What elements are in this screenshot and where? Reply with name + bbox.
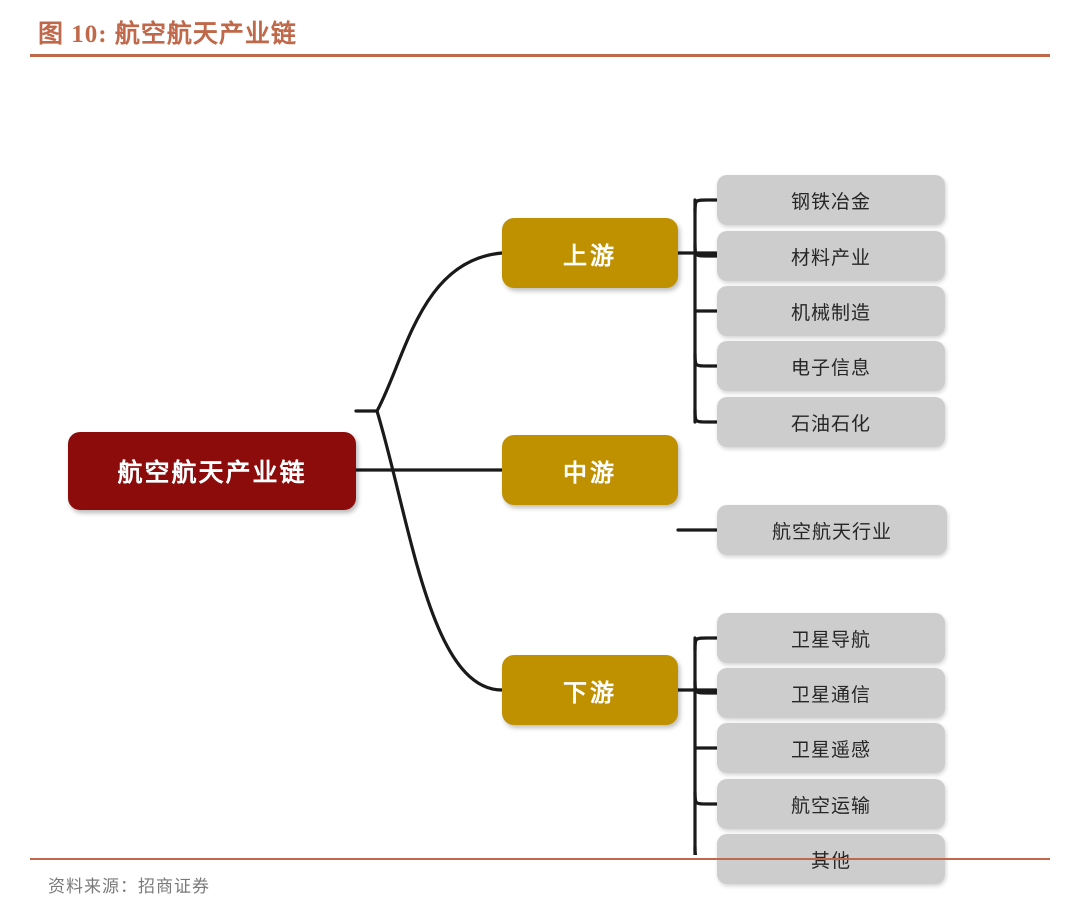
tier-node-upstream[interactable]: 上游 bbox=[502, 218, 678, 288]
leaf-node-upstream-2[interactable]: 机械制造 bbox=[717, 286, 945, 336]
tier-node-midstream[interactable]: 中游 bbox=[502, 435, 678, 505]
footer-divider bbox=[30, 858, 1050, 860]
root-node[interactable]: 航空航天产业链 bbox=[68, 432, 356, 510]
connector-upstream-branch-3 bbox=[693, 352, 719, 368]
connector-downstream-branch-1 bbox=[693, 679, 719, 695]
leaf-node-midstream-0[interactable]: 航空航天行业 bbox=[717, 505, 947, 555]
connector-layer bbox=[354, 198, 719, 855]
leaf-node-upstream-4[interactable]: 石油石化 bbox=[717, 397, 945, 447]
leaf-node-downstream-2[interactable]: 卫星遥感 bbox=[717, 723, 945, 773]
leaf-node-upstream-3[interactable]: 电子信息 bbox=[717, 341, 945, 391]
connector-downstream-branch-4 bbox=[693, 845, 698, 855]
page-title: 图 10: 航空航天产业链 bbox=[38, 21, 297, 48]
leaf-node-upstream-1[interactable]: 材料产业 bbox=[717, 231, 945, 281]
connector-upstream-branch-1 bbox=[693, 242, 719, 258]
connector-root-to-downstream bbox=[375, 409, 504, 692]
connector-root-to-upstream bbox=[375, 251, 504, 413]
figure-header: 图 10: 航空航天产业链 bbox=[0, 0, 1080, 60]
industry-chain-diagram: 航空航天产业链 上游 中游 下游 钢铁冶金 材料产业 机械制造 电子信息 石油石… bbox=[0, 60, 1080, 884]
leaf-node-upstream-0[interactable]: 钢铁冶金 bbox=[717, 175, 945, 225]
leaf-node-downstream-0[interactable]: 卫星导航 bbox=[717, 613, 945, 663]
source-note: 资料来源：招商证券 bbox=[48, 877, 210, 896]
leaf-node-downstream-3[interactable]: 航空运输 bbox=[717, 779, 945, 829]
connector-upstream-branch-4 bbox=[693, 408, 719, 424]
header-divider bbox=[30, 54, 1050, 57]
connector-downstream-branch-3 bbox=[693, 790, 719, 806]
connector-root-to-midstream bbox=[377, 411, 502, 470]
leaf-node-downstream-1[interactable]: 卫星通信 bbox=[717, 668, 945, 718]
connector-upstream-branch-0 bbox=[693, 198, 719, 214]
tier-node-downstream[interactable]: 下游 bbox=[502, 655, 678, 725]
connector-downstream-branch-0 bbox=[693, 636, 719, 652]
